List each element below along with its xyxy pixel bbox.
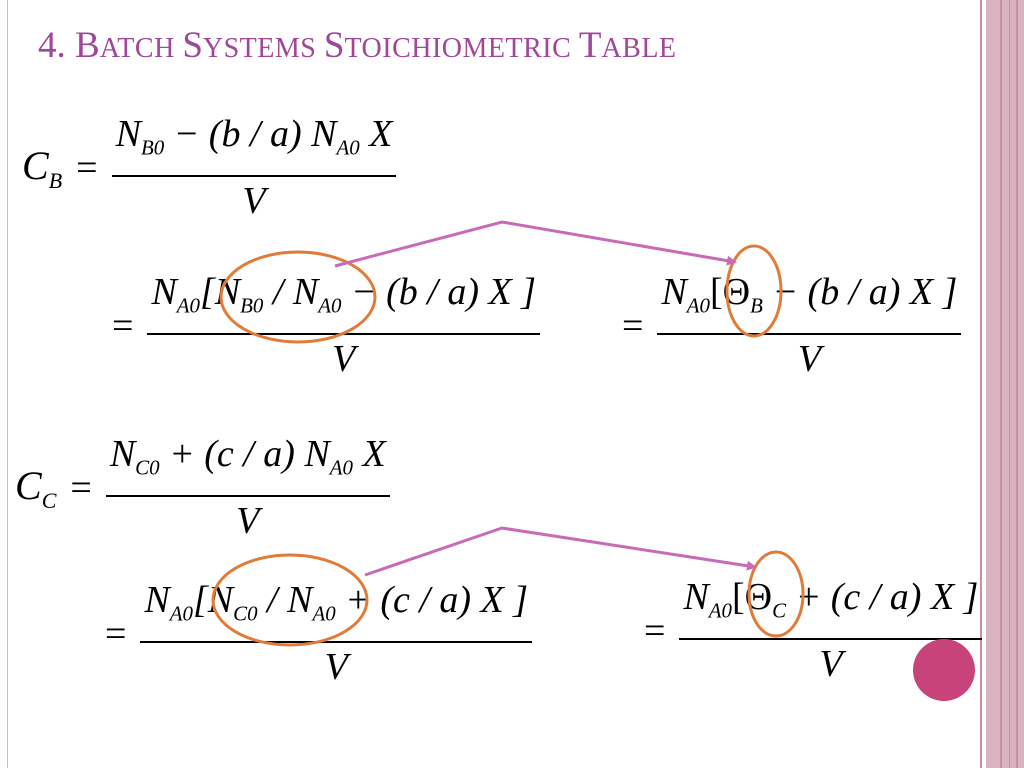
numerator: NA0[ΘC + (c / a) X ] [683, 576, 979, 623]
denominator: V [236, 500, 260, 543]
slide-frame-right-line [980, 0, 982, 768]
fraction: NC0 + (c / a) NA0 X V [105, 432, 390, 543]
numerator: NB0 − (b / a) NA0 X [115, 113, 393, 160]
title-letter: S [323, 25, 345, 66]
equation-cb-expanded: = NA0[NB0 / NA0 − (b / a) X ] V [112, 270, 541, 381]
slide-frame-right-line [1009, 0, 1010, 768]
title-number: 4. [38, 25, 75, 66]
equals-sign: = [105, 612, 127, 655]
equals-sign: = [644, 609, 666, 652]
fraction-bar [105, 495, 390, 498]
slide-frame-right-line [1000, 0, 1002, 768]
slide-title: 4. BATCH SYSTEMS STOICHIOMETRIC TABLE [38, 22, 677, 73]
title-letter: T [578, 25, 602, 66]
equation-lhs: CB [22, 142, 63, 193]
equation-cc-definition: CC = NC0 + (c / a) NA0 X V [15, 432, 390, 543]
fraction-bar [657, 333, 962, 336]
title-smallcaps: TOICHIOMETRIC [344, 33, 579, 64]
fraction: NA0[NB0 / NA0 − (b / a) X ] V [147, 270, 541, 381]
fraction: NA0[NC0 / NA0 + (c / a) X ] V [140, 578, 533, 689]
numerator: NA0[NC0 / NA0 + (c / a) X ] [144, 579, 529, 626]
slide-frame-left-line [7, 0, 8, 768]
equals-sign: = [622, 304, 644, 347]
title-letter: B [75, 25, 100, 66]
denominator: V [819, 643, 843, 686]
numerator: NA0[ΘB − (b / a) X ] [661, 271, 958, 318]
fraction: NB0 − (b / a) NA0 X V [111, 112, 397, 223]
arrow-to-theta-b [334, 220, 737, 268]
equals-sign: = [70, 466, 92, 509]
slide-frame-right-line [1016, 0, 1018, 768]
title-smallcaps: YSTEMS [202, 33, 324, 64]
denominator: V [332, 338, 356, 381]
numerator: NC0 + (c / a) NA0 X [109, 433, 386, 480]
equals-sign: = [112, 304, 134, 347]
equation-lhs: CC [15, 462, 57, 513]
equation-cb-theta: = NA0[ΘB − (b / a) X ] V [622, 270, 962, 381]
equation-cc-expanded: = NA0[NC0 / NA0 + (c / a) X ] V [105, 578, 533, 689]
numerator: NA0[NB0 / NA0 − (b / a) X ] [151, 271, 537, 318]
decorative-dot [913, 639, 975, 701]
fraction-bar [111, 175, 397, 178]
denominator: V [324, 646, 348, 689]
title-smallcaps: ABLE [601, 33, 677, 64]
denominator: V [797, 338, 822, 381]
arrow-to-theta-c [364, 526, 757, 577]
fraction: NA0[ΘB − (b / a) X ] V [657, 270, 962, 381]
title-letter: S [182, 25, 203, 66]
equals-sign: = [76, 146, 98, 189]
equation-cb-definition: CB = NB0 − (b / a) NA0 X V [22, 112, 397, 223]
fraction-bar [679, 638, 983, 641]
slide-frame-right-band [986, 0, 1024, 768]
title-smallcaps: ATCH [99, 33, 183, 64]
denominator: V [242, 180, 266, 223]
